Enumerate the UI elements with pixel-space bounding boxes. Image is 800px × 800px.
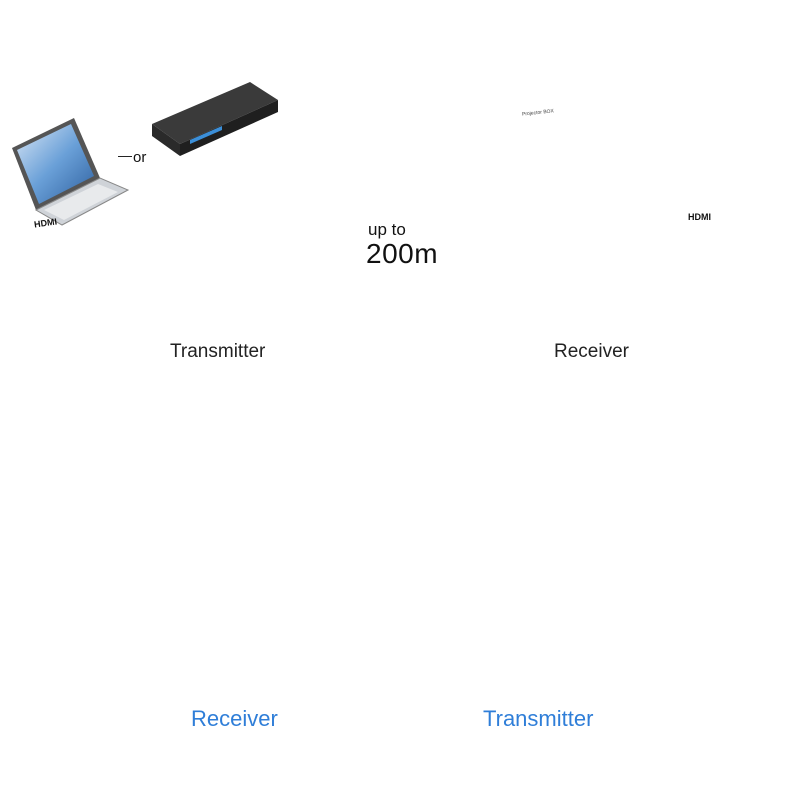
settop-box-icon (152, 82, 278, 156)
transmitter-label-bottom: Transmitter (483, 706, 594, 731)
or-dash-left: — (118, 147, 132, 163)
transmitter-label-top: Transmitter (170, 341, 266, 362)
receiver-label-top: Receiver (554, 341, 629, 362)
range-value: 200m (366, 238, 439, 269)
receiver-label-bottom: Receiver (191, 706, 278, 731)
range-prefix: up to (368, 220, 406, 239)
or-label: or (133, 149, 147, 166)
hdmi-label-right: HDMI (688, 212, 711, 222)
laptop-icon (12, 118, 130, 226)
